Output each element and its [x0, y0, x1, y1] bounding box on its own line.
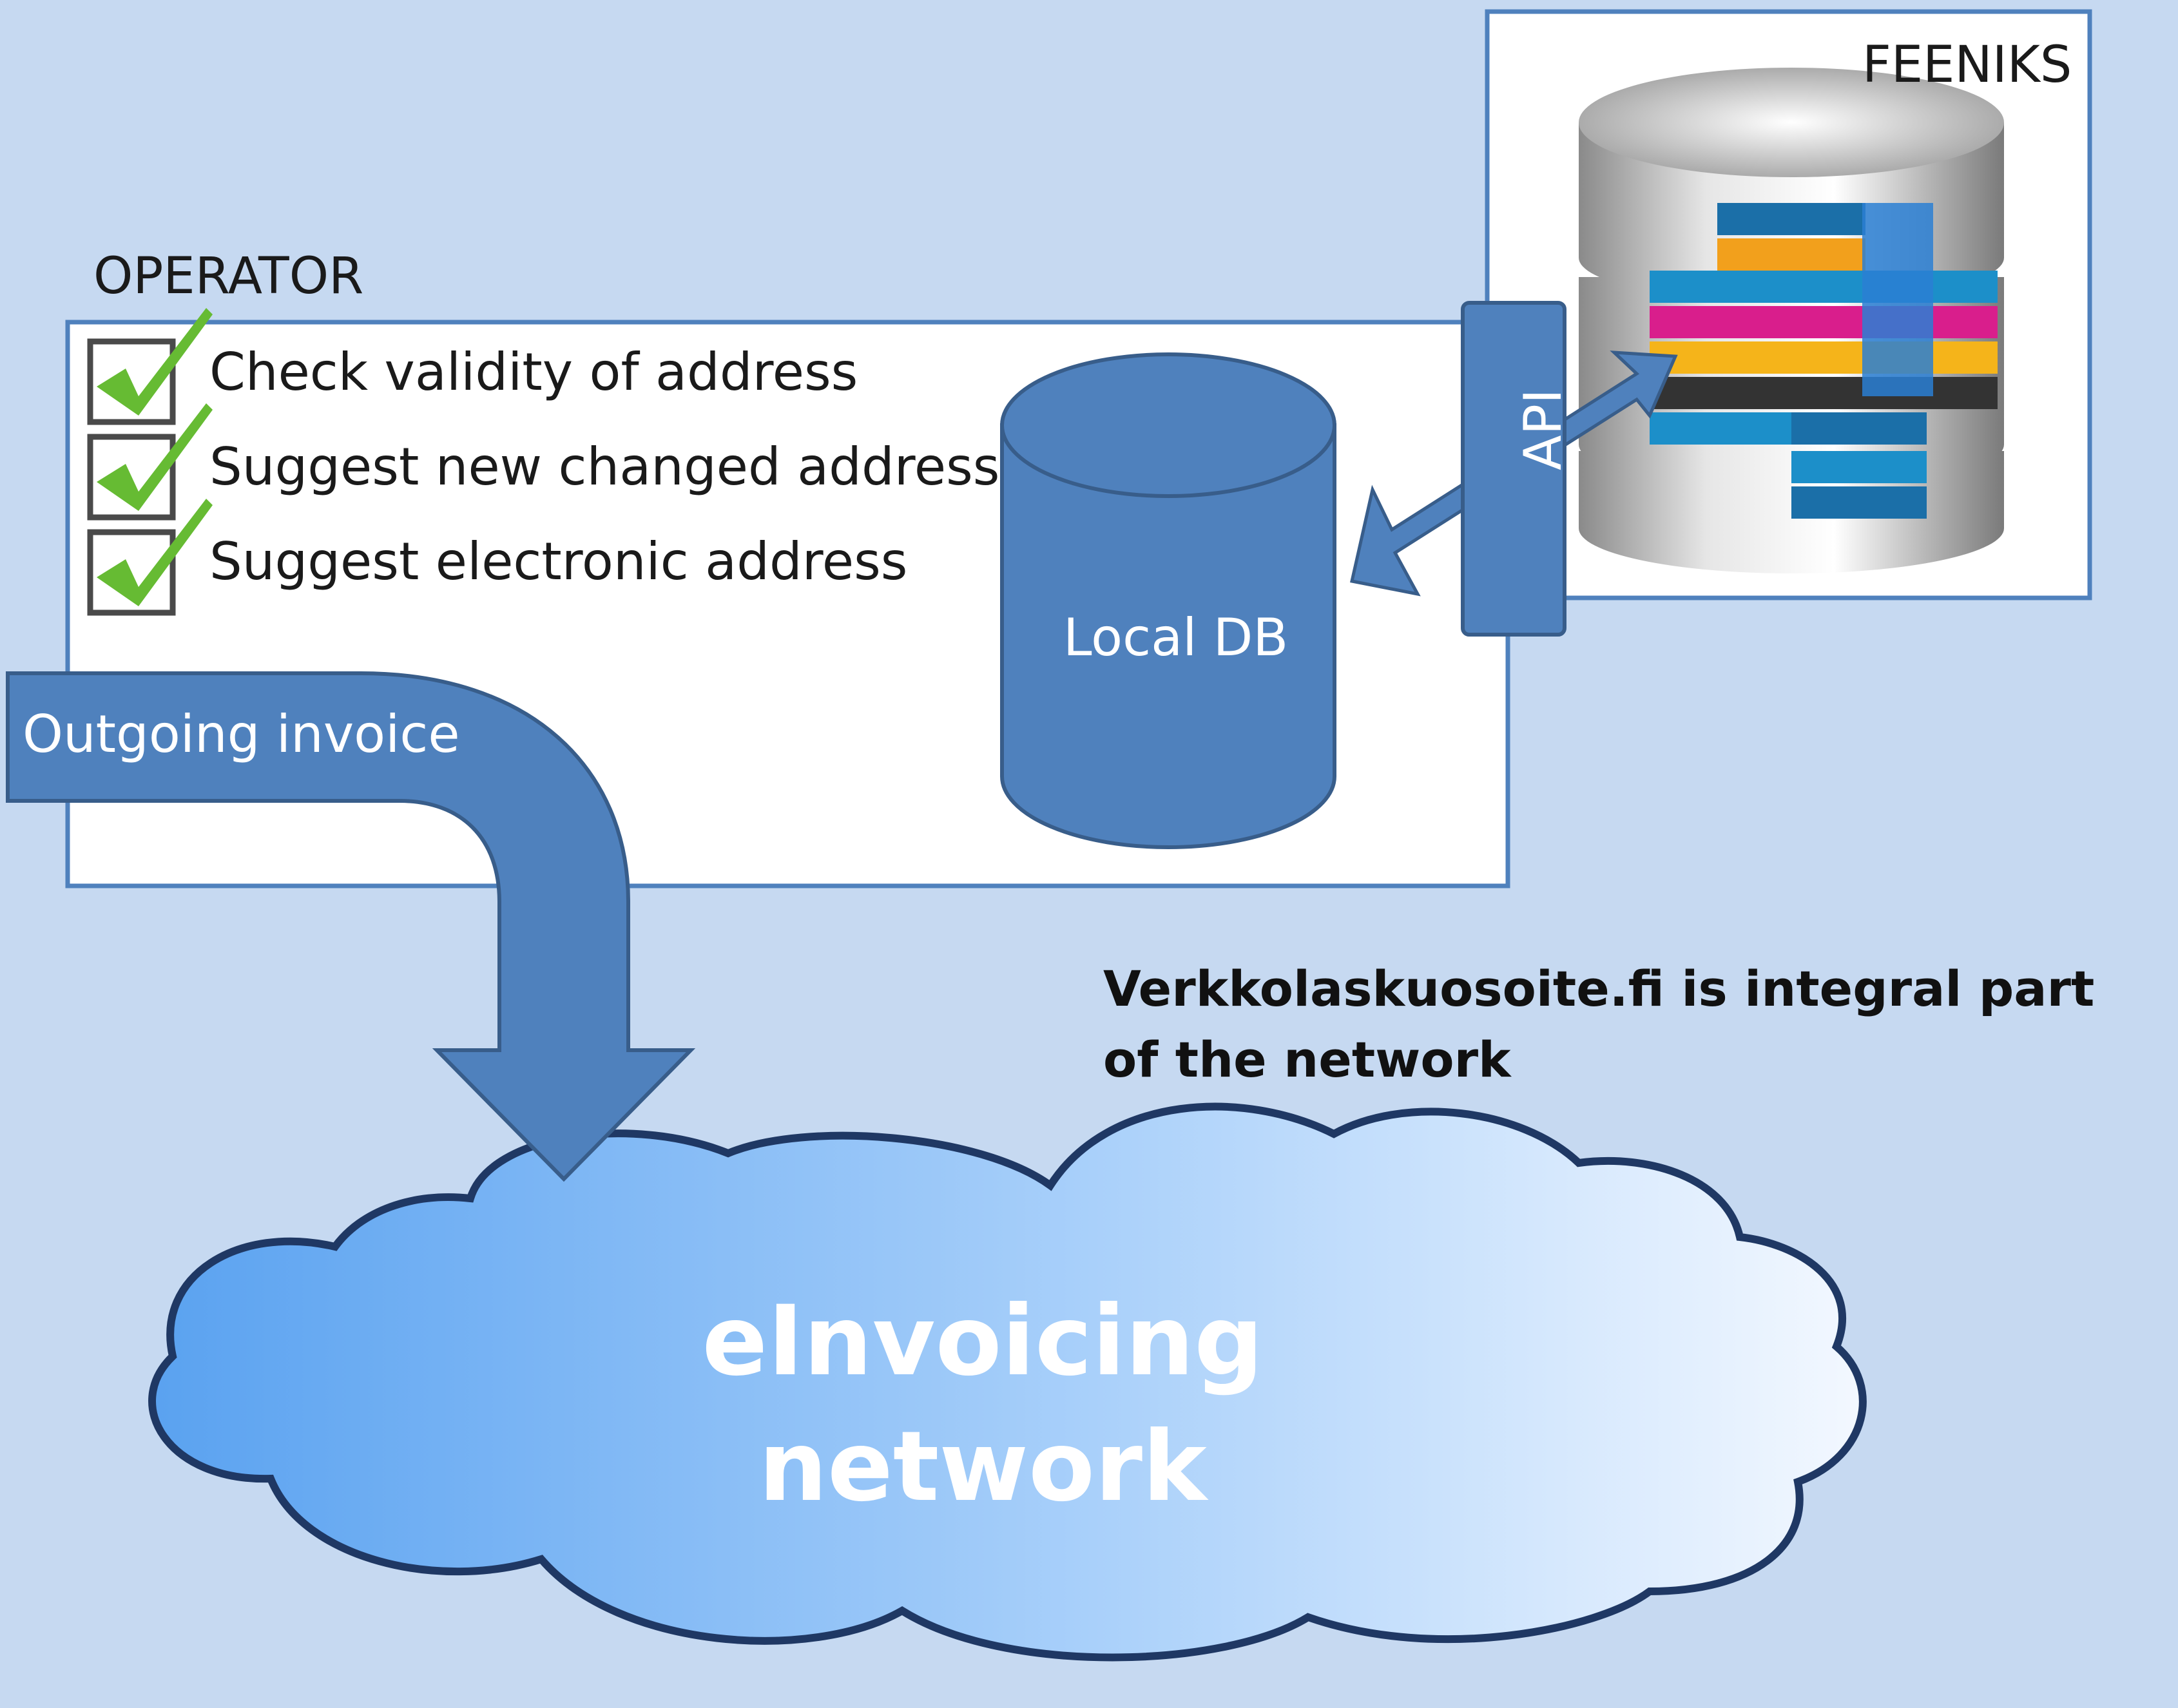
- api-tab: [1461, 301, 1566, 637]
- check-label-suggest-changed: Suggest new changed address: [209, 437, 1000, 497]
- checkbox-2[interactable]: [87, 403, 213, 521]
- checkbox-3[interactable]: [87, 499, 213, 616]
- outgoing-invoice-label: Outgoing invoice: [23, 704, 460, 764]
- database-icon: [1579, 68, 2004, 573]
- outgoing-arrow: [6, 671, 696, 1182]
- integral-note: Verkkolaskuosoite.fi is integral part of…: [1103, 960, 2095, 1089]
- checkbox-1[interactable]: [87, 308, 213, 425]
- check-label-suggest-electronic: Suggest electronic address: [209, 532, 908, 591]
- cloud-label: eInvoicing network: [702, 1285, 1264, 1523]
- einvoicing-cloud: [148, 1102, 1867, 1662]
- feeniks-title: FEENIKS: [1862, 36, 2072, 94]
- api-label: API: [1513, 389, 1573, 470]
- check-label-validity: Check validity of address: [209, 342, 858, 402]
- checkmark-icon: [97, 499, 213, 606]
- checkmark-icon: [97, 308, 213, 416]
- operator-title: OPERATOR: [93, 247, 364, 305]
- checkmark-icon: [97, 403, 213, 511]
- local-db-cylinder: [1000, 352, 1336, 849]
- local-db-label: Local DB: [1063, 608, 1289, 667]
